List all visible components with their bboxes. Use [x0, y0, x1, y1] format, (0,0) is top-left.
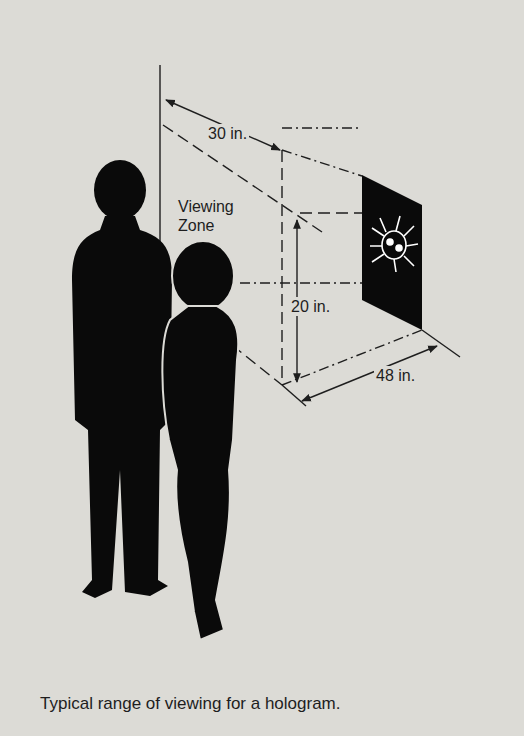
sight-line — [282, 330, 422, 385]
extension-line — [282, 385, 306, 406]
zone-edge — [232, 345, 282, 385]
figure-caption: Typical range of viewing for a hologram. — [40, 694, 341, 714]
zone-edge — [281, 150, 282, 385]
zone-edge — [163, 125, 322, 232]
woman-head — [172, 241, 234, 311]
zone-label: Viewing Zone — [176, 197, 246, 235]
man-head — [94, 160, 146, 220]
dimension-label: 48 in. — [374, 366, 417, 385]
extension-line — [422, 330, 460, 357]
woman-silhouette — [162, 306, 238, 640]
dimension-line — [302, 346, 437, 401]
dimension-label: 20 in. — [289, 297, 332, 316]
dimension-line — [166, 100, 280, 150]
sight-line — [282, 150, 362, 176]
man-silhouette — [72, 216, 172, 598]
dimension-label: 30 in. — [206, 124, 249, 143]
hologram-plate — [362, 175, 422, 330]
sight-line — [240, 282, 362, 283]
sight-line — [282, 127, 362, 128]
sight-line — [300, 212, 362, 213]
hologram-image — [370, 216, 418, 272]
